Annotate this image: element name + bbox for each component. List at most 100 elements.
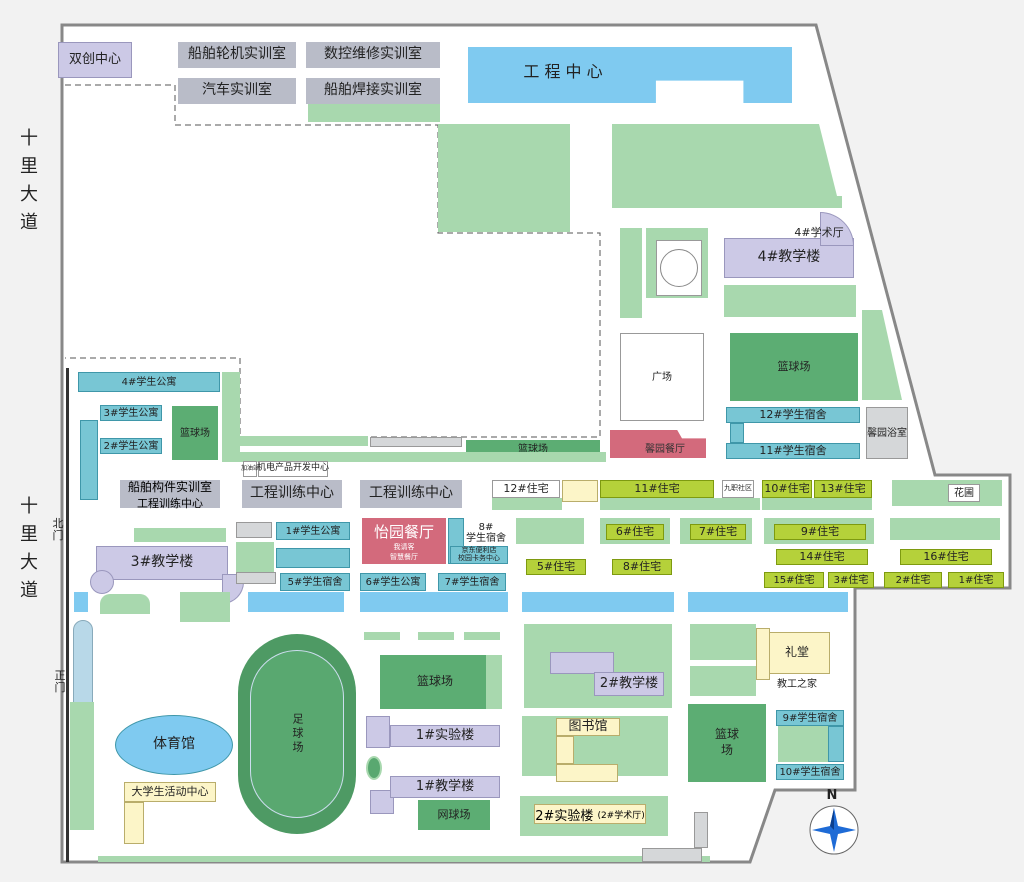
building-jiaoxue4: 4#教学楼 [724,238,854,278]
water-channel [360,592,508,612]
basketball-court-e: 篮球场 [688,704,766,782]
building-jidian-small: 加油站 [241,461,259,477]
basketball-court-d: 篮球场 [380,655,490,709]
green-area [762,498,872,510]
residence-7: 7#住宅 [690,524,746,540]
gymnasium: 体育馆 [115,715,233,775]
road-label-bottom-text: 十里大道 [20,496,38,601]
building-strip [236,522,272,538]
dorm-connector [730,423,744,443]
building-xunlian-2: 工程训练中心 [360,480,462,508]
building-shiyan1: 1#实验楼 [390,725,500,747]
building-chuanbo-lunji: 船舶轮机实训室 [178,42,296,68]
water-channel [522,592,674,612]
compass-label: N [826,787,838,803]
library-base [556,764,618,782]
green-area [690,666,756,696]
building-jidian: 机电产品开发中心 [257,461,329,477]
main-gate-label: 正门 [54,668,66,694]
green-spacer [612,198,842,208]
dorm-4: 4#学生公寓 [78,372,220,392]
building-goujian-sublabel: 工程训练中心 [137,496,203,510]
building-jiaoxue3-rotunda [90,570,114,594]
residence-16: 16#住宅 [900,549,992,565]
dorm-2: 2#学生公寓 [100,438,162,454]
basketball-court-c: 篮球场 [172,406,218,460]
green-area [70,702,94,830]
green-area [134,528,226,542]
building-yiyuan-canting: 怡园餐厅 我请客 智慧餐厅 [362,518,446,564]
green-area [308,104,440,122]
building-gongcheng-label: 工 程 中 心 [523,62,603,82]
dorm-7: 7#学生宿舍 [438,573,506,591]
basketball-court-a: 篮球场 [730,333,858,401]
building-strip [236,572,276,584]
green-area [98,856,710,862]
building-jiaoxue1: 1#教学楼 [390,776,500,798]
dorm-10: 10#学生宿舍 [776,764,844,780]
residence-6: 6#住宅 [606,524,664,540]
building-xueshuting4-label: 4#学术厅 [794,225,844,239]
residence-9: 9#住宅 [774,524,866,540]
water-channel [688,592,848,612]
green-area [464,632,500,640]
building-shuangchuang: 双创中心 [58,42,132,78]
road-label-bottom: 十里大道 [18,493,40,605]
north-gate-label: 北门 [52,516,64,542]
building-goujian: 船舶构件实训室 工程训练中心 [120,480,220,510]
residence-12: 12#住宅 [492,480,560,498]
dorm-9-wing [828,726,844,762]
green-area [240,452,606,462]
building-xinyuan-canting-label: 馨园餐厅 [645,443,685,455]
residence-1: 1#住宅 [948,572,1004,588]
green-area [492,498,562,510]
residence-10: 10#住宅 [762,480,812,498]
green-area [180,592,230,622]
dorm-3: 3#学生公寓 [100,405,162,421]
residence-15: 15#住宅 [764,572,824,588]
building-jiaoxue2-wing [550,652,614,674]
building-jiaoxue2: 2#教学楼 [594,672,664,696]
building-xueshuting2-label: (2#学术厅) [597,810,645,821]
residence-5: 5#住宅 [526,559,586,575]
green-area [890,518,1000,540]
green-area [620,228,642,318]
building-xunlian-1: 工程训练中心 [242,480,342,508]
residence-11: 11#住宅 [600,480,714,498]
compass-icon [809,805,859,855]
dorm-8-label: 8# 学生宿舍 [466,522,506,544]
green-area [418,632,454,640]
dorm-6: 6#学生公寓 [360,573,426,591]
building-jiaogong-label: 教工之家 [777,678,817,690]
building-yiyuan-sublabel-1: 我请客 [393,542,415,551]
dorm-9: 9#学生宿舍 [776,710,844,726]
water-channel [74,592,88,612]
building-shiyan2-label: 2#实验楼 [535,808,594,824]
water-channel [248,592,344,612]
residence-3: 3#住宅 [828,572,874,588]
green-area [100,594,150,614]
building-jiaoxue3: 3#教学楼 [96,546,228,580]
green-area [892,480,1002,506]
library-wing [556,736,574,764]
residence-2: 2#住宅 [884,572,942,588]
dorm-1: 1#学生公寓 [276,522,350,540]
building-huodong-wing [124,802,144,844]
building-shukong: 数控维修实训室 [306,42,440,68]
green-area [240,436,368,446]
green-area [724,285,856,317]
garden: 花圃 [948,484,980,502]
football-field: 足球场 [250,650,344,818]
green-area [222,372,240,462]
store-bianli: 京东便利店 校园卡务中心 [450,546,508,564]
building-strip [694,812,708,848]
fountain [366,756,382,780]
dorm-3-wing [80,420,98,500]
residence-14: 14#住宅 [776,549,868,565]
building-huodong: 大学生活动中心 [124,782,216,802]
residence-8: 8#住宅 [612,559,672,575]
green-area [236,542,274,572]
green-area [612,124,837,196]
library: 图书馆 [556,718,620,736]
road-label-top: 十里大道 [18,125,40,237]
